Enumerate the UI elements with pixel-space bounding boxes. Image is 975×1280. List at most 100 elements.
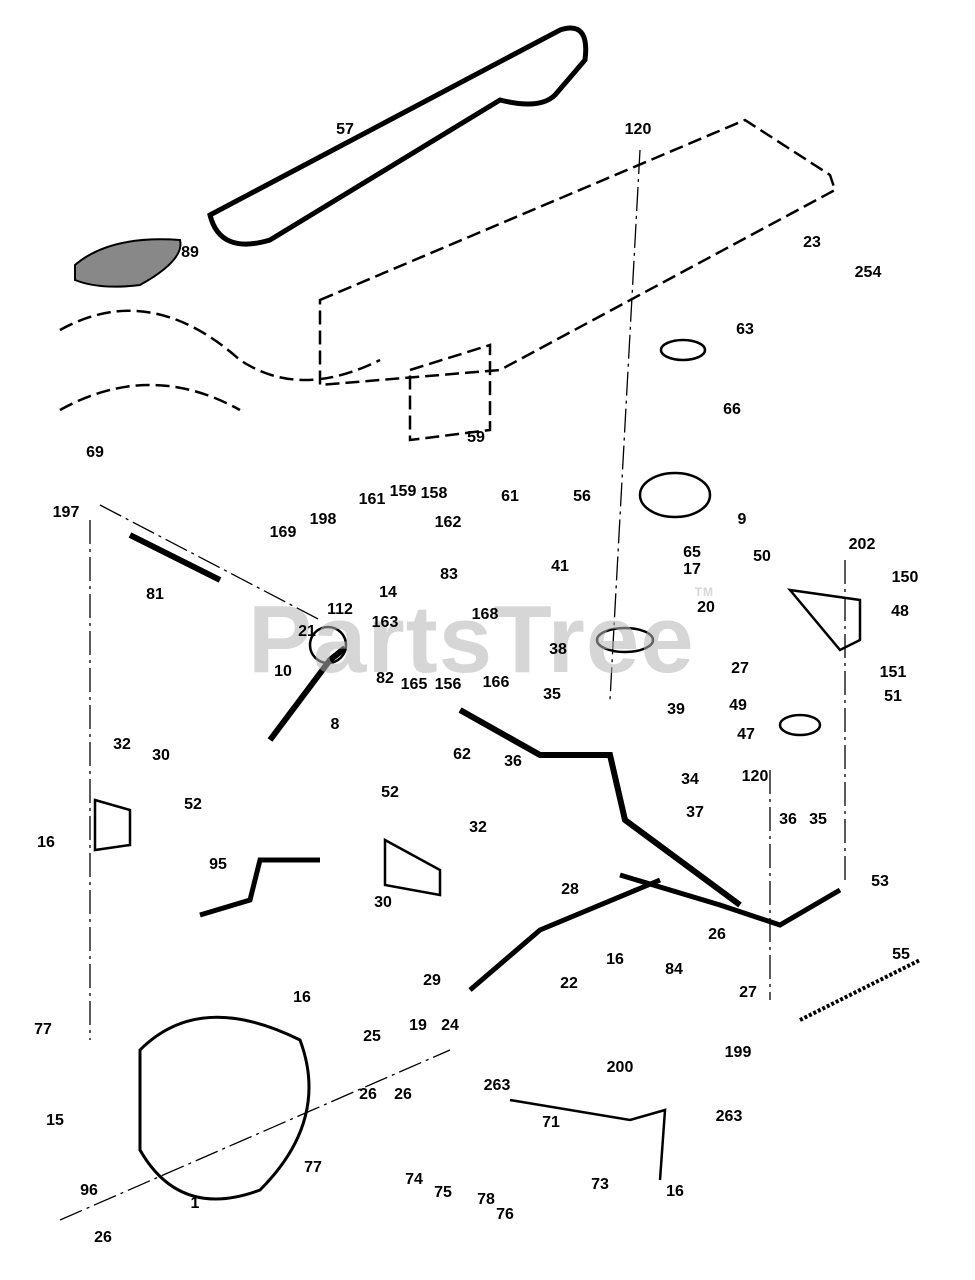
callout-32[interactable]: 32 <box>469 819 487 836</box>
callout-166[interactable]: 166 <box>482 674 510 691</box>
callout-71[interactable]: 71 <box>542 1114 560 1131</box>
callout-168[interactable]: 168 <box>471 606 499 623</box>
callout-22[interactable]: 22 <box>560 975 578 992</box>
callout-26[interactable]: 26 <box>394 1086 412 1103</box>
callout-30[interactable]: 30 <box>152 747 170 764</box>
callout-74[interactable]: 74 <box>405 1171 423 1188</box>
callout-21[interactable]: 21 <box>298 623 316 640</box>
callout-96[interactable]: 96 <box>80 1182 98 1199</box>
callout-120[interactable]: 120 <box>624 121 652 138</box>
callout-161[interactable]: 161 <box>358 491 386 508</box>
callout-78[interactable]: 78 <box>477 1191 495 1208</box>
callout-20[interactable]: 20 <box>697 599 715 616</box>
callout-35[interactable]: 35 <box>543 686 561 703</box>
callout-23[interactable]: 23 <box>803 234 821 251</box>
callout-32[interactable]: 32 <box>113 736 131 753</box>
callout-163[interactable]: 163 <box>371 614 399 631</box>
callout-202[interactable]: 202 <box>848 536 876 553</box>
callout-10[interactable]: 10 <box>274 663 292 680</box>
callout-83[interactable]: 83 <box>440 566 458 583</box>
callout-66[interactable]: 66 <box>723 401 741 418</box>
callout-35[interactable]: 35 <box>809 811 827 828</box>
drive-belt <box>207 25 589 247</box>
callout-52[interactable]: 52 <box>381 784 399 801</box>
callout-27[interactable]: 27 <box>731 660 749 677</box>
callout-75[interactable]: 75 <box>434 1184 452 1201</box>
callout-36[interactable]: 36 <box>779 811 797 828</box>
callout-36[interactable]: 36 <box>504 753 522 770</box>
callout-41[interactable]: 41 <box>551 558 569 575</box>
callout-84[interactable]: 84 <box>665 961 683 978</box>
callout-15[interactable]: 15 <box>46 1112 64 1129</box>
callout-51[interactable]: 51 <box>884 688 902 705</box>
callout-120[interactable]: 120 <box>741 768 769 785</box>
callout-61[interactable]: 61 <box>501 488 519 505</box>
callout-165[interactable]: 165 <box>400 676 428 693</box>
callout-17[interactable]: 17 <box>683 561 701 578</box>
callout-30[interactable]: 30 <box>374 894 392 911</box>
callout-49[interactable]: 49 <box>729 697 747 714</box>
callout-198[interactable]: 198 <box>309 511 337 528</box>
callout-25[interactable]: 25 <box>363 1028 381 1045</box>
callout-39[interactable]: 39 <box>667 701 685 718</box>
callout-53[interactable]: 53 <box>871 873 889 890</box>
callout-57[interactable]: 57 <box>336 121 354 138</box>
callout-151[interactable]: 151 <box>879 664 907 681</box>
callout-169[interactable]: 169 <box>269 524 297 541</box>
callout-197[interactable]: 197 <box>52 504 80 521</box>
callout-55[interactable]: 55 <box>892 946 910 963</box>
callout-9[interactable]: 9 <box>737 511 747 528</box>
callout-77[interactable]: 77 <box>34 1021 52 1038</box>
callout-50[interactable]: 50 <box>753 548 771 565</box>
callout-16[interactable]: 16 <box>666 1183 684 1200</box>
callout-82[interactable]: 82 <box>376 670 394 687</box>
callout-59[interactable]: 59 <box>467 429 485 446</box>
callout-263[interactable]: 263 <box>483 1077 511 1094</box>
callout-73[interactable]: 73 <box>591 1176 609 1193</box>
callout-159[interactable]: 159 <box>389 483 417 500</box>
callout-16[interactable]: 16 <box>37 834 55 851</box>
callout-63[interactable]: 63 <box>736 321 754 338</box>
callout-48[interactable]: 48 <box>891 603 909 620</box>
callout-26[interactable]: 26 <box>359 1086 377 1103</box>
callout-162[interactable]: 162 <box>434 514 462 531</box>
centerlines <box>59 149 846 1221</box>
callout-56[interactable]: 56 <box>573 488 591 505</box>
callout-19[interactable]: 19 <box>409 1017 427 1034</box>
callout-76[interactable]: 76 <box>496 1206 514 1223</box>
callout-254[interactable]: 254 <box>854 264 882 281</box>
parts-outlines <box>93 338 921 1201</box>
callout-14[interactable]: 14 <box>379 584 397 601</box>
callout-26[interactable]: 26 <box>708 926 726 943</box>
callout-38[interactable]: 38 <box>549 641 567 658</box>
callout-95[interactable]: 95 <box>209 856 227 873</box>
callout-52[interactable]: 52 <box>184 796 202 813</box>
callout-77[interactable]: 77 <box>304 1159 322 1176</box>
callout-89[interactable]: 89 <box>181 244 199 261</box>
callout-26[interactable]: 26 <box>94 1229 112 1246</box>
callout-150[interactable]: 150 <box>891 569 919 586</box>
callout-81[interactable]: 81 <box>146 586 164 603</box>
callout-1[interactable]: 1 <box>190 1195 200 1212</box>
callout-263[interactable]: 263 <box>715 1108 743 1125</box>
callout-156[interactable]: 156 <box>434 676 462 693</box>
frame <box>59 118 837 442</box>
callout-24[interactable]: 24 <box>441 1017 459 1034</box>
callout-65[interactable]: 65 <box>683 544 701 561</box>
callout-62[interactable]: 62 <box>453 746 471 763</box>
callout-16[interactable]: 16 <box>606 951 624 968</box>
callout-34[interactable]: 34 <box>681 771 699 788</box>
callout-47[interactable]: 47 <box>737 726 755 743</box>
callout-199[interactable]: 199 <box>724 1044 752 1061</box>
callout-37[interactable]: 37 <box>686 804 704 821</box>
callout-8[interactable]: 8 <box>330 716 340 733</box>
callout-28[interactable]: 28 <box>561 881 579 898</box>
callout-27[interactable]: 27 <box>739 984 757 1001</box>
callout-16[interactable]: 16 <box>293 989 311 1006</box>
callout-29[interactable]: 29 <box>423 972 441 989</box>
callout-112[interactable]: 112 <box>327 601 353 618</box>
callout-69[interactable]: 69 <box>86 444 104 461</box>
callout-158[interactable]: 158 <box>420 485 448 502</box>
callout-200[interactable]: 200 <box>606 1059 634 1076</box>
